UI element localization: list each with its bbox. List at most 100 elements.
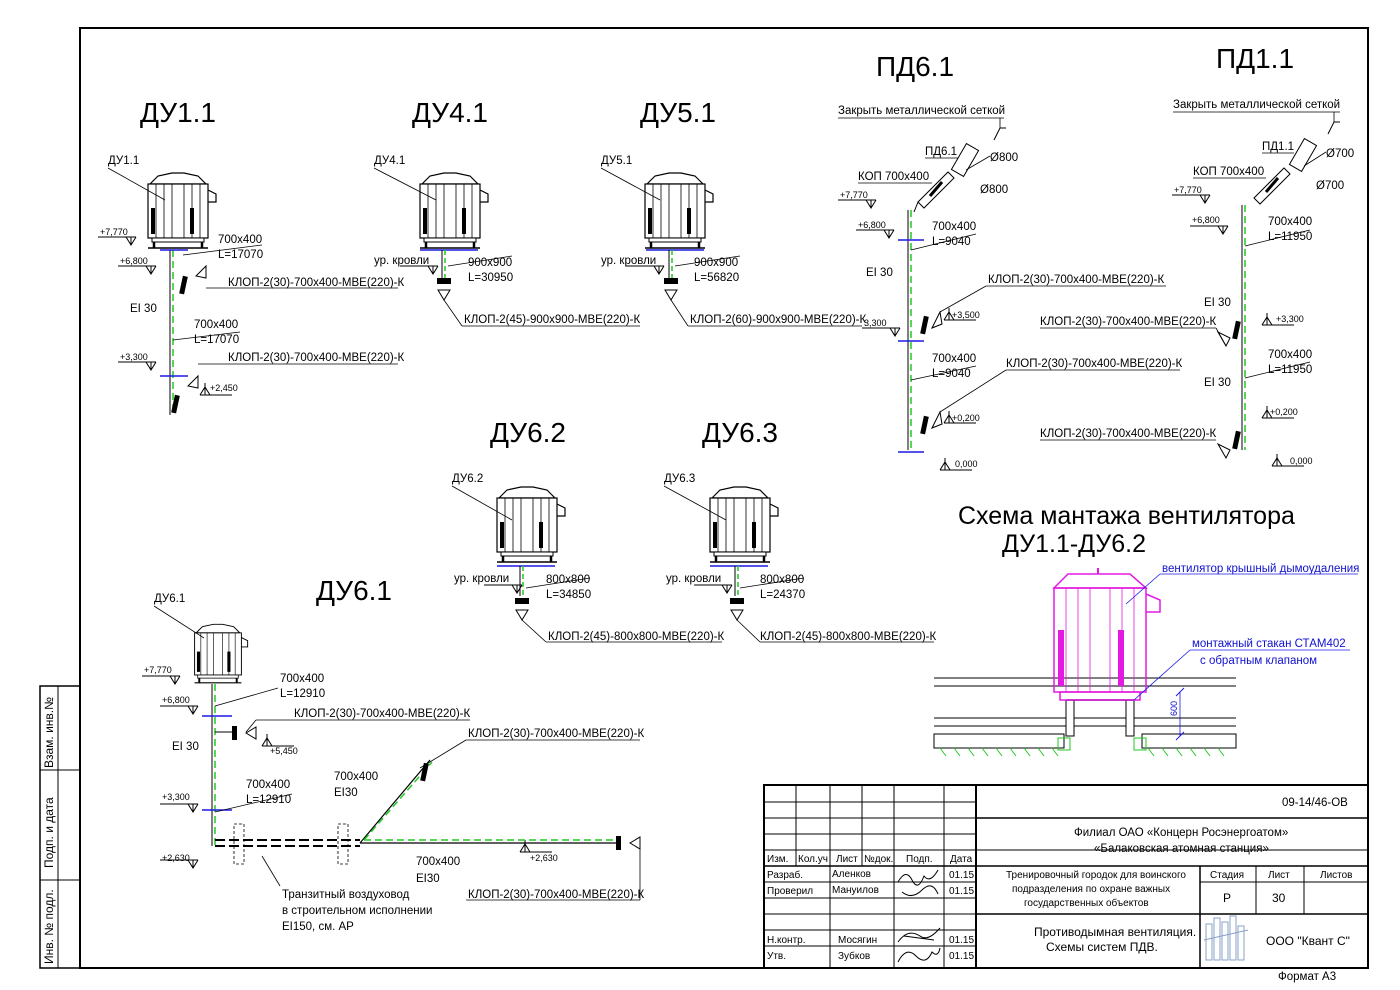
duct-size: 700х400 xyxy=(932,353,976,365)
duct-size: 900х900 xyxy=(694,257,738,269)
fan-tag: ДУ5.1 xyxy=(601,155,632,167)
level-label: 0,000 xyxy=(1290,456,1313,466)
damper-icon xyxy=(515,598,529,604)
stamp-date: 01.15 xyxy=(949,935,974,946)
company-name: ООО "Квант С" xyxy=(1266,934,1350,948)
stamp-role: Разраб. xyxy=(767,869,803,881)
level-mark-icon xyxy=(261,733,295,747)
sheet-value: 30 xyxy=(1272,891,1286,905)
system-pd61: ПД6.1 Закрыть металлической сеткой ПД6.1… xyxy=(837,51,1183,471)
system-title: ДУ6.1 xyxy=(316,575,392,606)
level-mark-icon xyxy=(483,584,523,594)
mount-subtitle: ДУ1.1-ДУ6.2 xyxy=(1002,530,1146,558)
level-mark-icon xyxy=(1189,225,1229,235)
level-label: +7,770 xyxy=(100,227,128,237)
sheet-frame xyxy=(79,27,1369,969)
mount-label: вентилятор крышный дымоудаления xyxy=(1162,563,1359,575)
diameter-label: Ø800 xyxy=(980,184,1008,196)
stamp-date: 01.15 xyxy=(949,951,974,962)
level-label: +5,450 xyxy=(270,746,298,756)
level-mark-icon xyxy=(97,236,137,246)
mount-title: Схема мантажа вентилятора xyxy=(958,502,1295,530)
stamp-name: Зубков xyxy=(838,950,870,962)
system-title: ДУ6.3 xyxy=(702,417,778,448)
damper-label: КЛОП-2(30)-700х400-МВЕ(220)-К xyxy=(294,708,471,720)
level-label: +0,200 xyxy=(952,413,980,423)
level-mark-icon xyxy=(519,839,553,853)
level-mark-icon xyxy=(1171,194,1211,204)
level-label: +6,800 xyxy=(858,220,886,230)
diameter-label: Ø700 xyxy=(1316,180,1344,192)
section-arrow-icon xyxy=(629,836,641,850)
drawing-title: Схемы систем ПДВ. xyxy=(1046,940,1158,954)
fan-icon xyxy=(418,171,490,250)
duct-length: L=17070 xyxy=(194,334,239,346)
stage-header: Стадия xyxy=(1210,870,1244,881)
company-logo xyxy=(1203,915,1249,961)
level-mark-icon xyxy=(855,229,895,239)
roof-level-label: ур. кровли xyxy=(374,255,429,267)
level-mark-icon xyxy=(837,199,877,209)
fire-rating: EI30 xyxy=(334,787,358,799)
stamp-header: Дата xyxy=(950,854,973,865)
level-label: +7,770 xyxy=(1174,185,1202,195)
section-arrow-icon xyxy=(245,726,257,740)
damper-icon xyxy=(1232,320,1241,340)
damper-label: КЛОП-2(30)-700х400-МВЕ(220)-К xyxy=(228,277,405,289)
stamp-header: №док. xyxy=(864,854,893,865)
mesh-note: Закрыть металлической сеткой xyxy=(838,105,1005,117)
section-arrow-icon xyxy=(930,410,943,429)
system-du41: ДУ4.1 ДУ4.1 ур. кровли 900х900 L=30950 К… xyxy=(373,97,641,327)
duct-size: 700х400 xyxy=(280,673,324,685)
system-du61: ДУ6.1 ДУ6.1 +7,770 +6,800 +5,450 +3,300 … xyxy=(141,575,645,933)
level-label: +7,770 xyxy=(840,190,868,200)
level-mark-icon xyxy=(861,327,901,337)
level-label: +3,300 xyxy=(120,352,148,362)
duct-size: 800х800 xyxy=(546,574,590,586)
diameter-label: Ø700 xyxy=(1326,148,1354,160)
transit-note: EI150, см. АР xyxy=(282,921,354,933)
mesh-note: Закрыть металлической сеткой xyxy=(1173,99,1340,111)
pd-tag: ПД1.1 xyxy=(1262,141,1294,153)
level-label: +6,800 xyxy=(162,695,190,705)
stage-value: Р xyxy=(1223,891,1231,905)
transit-note: Транзитный воздуховод xyxy=(282,889,410,901)
duct-length: L=17070 xyxy=(218,249,263,261)
duct-length: L=24370 xyxy=(760,589,805,601)
system-title: ДУ4.1 xyxy=(412,97,488,128)
stamp-header: Лист xyxy=(836,854,858,865)
level-label: +3,500 xyxy=(952,310,980,320)
fire-rating: EI 30 xyxy=(130,303,157,315)
duct-size: 900х900 xyxy=(468,257,512,269)
section-arrow-icon xyxy=(515,609,529,621)
system-title: ДУ1.1 xyxy=(140,97,216,128)
damper-label: КЛОП-2(30)-700х400-МВЕ(220)-К xyxy=(228,352,405,364)
organization: «Балаковская атомная станция» xyxy=(1094,843,1269,855)
duct-length: L=34850 xyxy=(546,589,591,601)
duct-length: L=11950 xyxy=(1268,231,1312,243)
fan-tag: ДУ6.1 xyxy=(154,593,185,605)
section-arrow-icon xyxy=(1216,442,1231,460)
duct-length: L=11950 xyxy=(1268,364,1312,376)
fan-tag: ДУ4.1 xyxy=(374,155,405,167)
level-mark-icon xyxy=(141,675,181,685)
system-du11: ДУ1.1 ДУ1.1 +7,770 +6,800 +3,300 +2,450 … xyxy=(97,97,405,415)
drawing-title: Противодымная вентиляция. xyxy=(1034,925,1196,939)
stamp-date: 01.15 xyxy=(949,870,974,881)
side-sign-label: Подп. и дата xyxy=(42,797,56,868)
level-label: +3,300 xyxy=(1276,314,1304,324)
section-arrow-icon xyxy=(930,310,943,329)
stamp-header: Подп. xyxy=(906,854,933,865)
fire-rating: EI30 xyxy=(416,873,440,885)
damper-icon xyxy=(179,275,188,295)
level-mark-icon xyxy=(159,803,199,813)
level-mark-icon xyxy=(399,265,439,275)
damper-label: КЛОП-2(45)-800х800-МВЕ(220)-К xyxy=(548,631,725,643)
level-label: +0,200 xyxy=(1270,407,1298,417)
mount-dimension: 600 xyxy=(1169,701,1179,716)
damper-icon xyxy=(232,726,237,740)
stamp-date: 01.15 xyxy=(949,886,974,897)
duct-size: 800х800 xyxy=(760,574,804,586)
damper-icon xyxy=(920,315,929,335)
fan-tag: ДУ6.3 xyxy=(664,473,695,485)
